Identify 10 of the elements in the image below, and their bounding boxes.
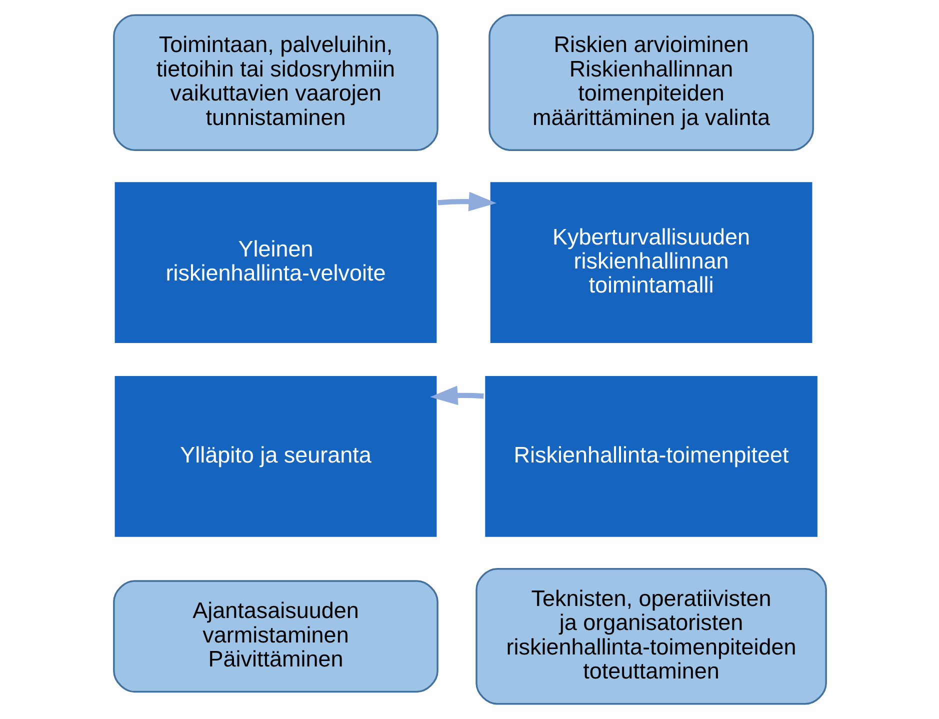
arrow [430,386,484,406]
node-box: Ajantasaisuuden varmistaminen Päivittäminen [112,580,438,693]
node-box: Kyberturvallisuuden riskienhallinnan toimintamalli [488,180,814,345]
node-box: Riskienhallinta-toimenpiteet [482,374,819,539]
node-box: Toimintaan, palveluihin, tietoihin tai sidosryhmiin vaikuttavien vaarojen tunnistaminen [112,14,438,151]
node-box: Riskien arvioiminen Riskienhallinnan toimenpiteiden määrittäminen ja valinta [488,14,814,151]
node-box: Ylläpito ja seuranta [112,374,438,539]
node-box: Yleinen riskienhallinta-velvoite [112,180,438,345]
node-box: Teknisten, operatiivisten ja organisatoristen riskienhallinta-toimenpiteiden toteuttaminen [475,568,826,705]
arrow [437,192,496,212]
